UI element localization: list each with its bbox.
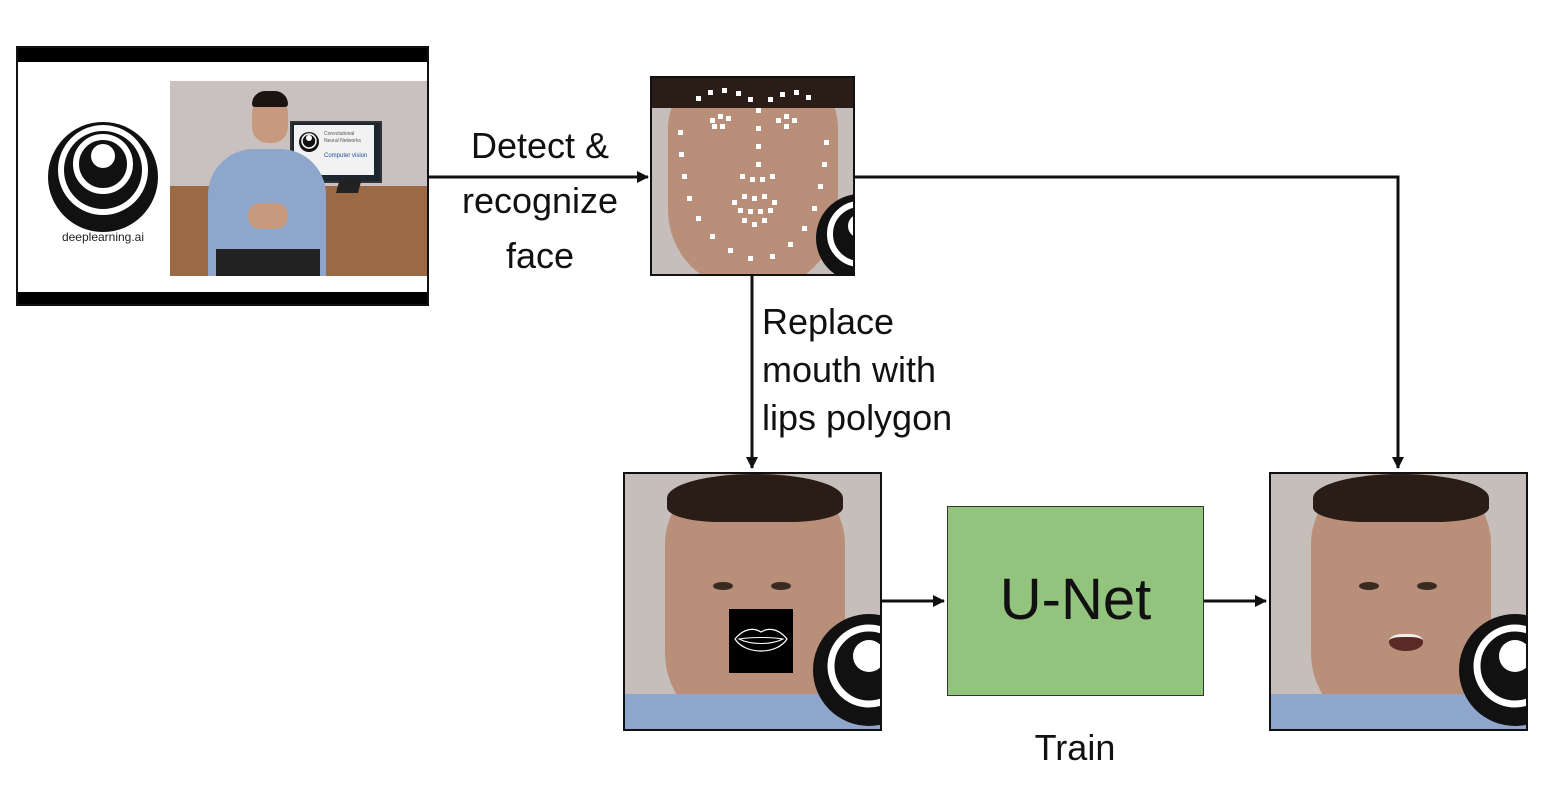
lips-polygon-icon	[734, 628, 788, 652]
hair	[1313, 474, 1489, 522]
detect-label-line-3: face	[505, 235, 575, 276]
right-eye	[771, 582, 791, 590]
background-logo-icon	[813, 614, 880, 726]
arrow-landmarks-to-target	[854, 175, 1404, 469]
unet-block: U-Net	[947, 506, 1204, 696]
presenter-video: Convolutional Neural Networks Computer v…	[170, 81, 427, 276]
replace-label-line-2: mouth with	[762, 349, 937, 390]
hair	[667, 474, 843, 522]
unet-label: U-Net	[999, 567, 1152, 632]
tablet	[335, 178, 363, 193]
mouth	[1389, 634, 1423, 651]
screen-line-3: Computer vision	[324, 153, 368, 159]
replace-label-line-3: lips polygon	[762, 397, 953, 438]
letterbox-bottom	[18, 292, 427, 304]
landmark-face	[650, 76, 855, 276]
video-frame: deeplearning.ai Convolutional Neural Net…	[16, 46, 429, 306]
train-label: Train	[1034, 727, 1116, 768]
replace-label-line-1: Replace	[762, 301, 895, 342]
masked-face	[623, 472, 882, 731]
presenter-hands	[248, 203, 288, 229]
screen-line-2: Neural Networks	[324, 138, 361, 144]
background-logo-icon	[816, 194, 853, 274]
deeplearning-logo-icon	[48, 122, 158, 232]
screen-logo-icon	[299, 132, 319, 152]
logo-text: deeplearning.ai	[61, 230, 145, 244]
lips-mask	[729, 609, 793, 673]
face-skin	[668, 78, 838, 274]
detect-label-line-2: recognize	[461, 180, 619, 221]
facial-landmarks	[678, 88, 829, 261]
presenter-hair	[252, 91, 288, 107]
left-eye	[1359, 582, 1379, 590]
hair	[652, 78, 853, 108]
letterbox-top	[18, 48, 427, 62]
output-face	[1269, 472, 1528, 731]
presenter-trousers	[216, 249, 320, 276]
screen-line-1: Convolutional	[324, 131, 355, 137]
detect-label-line-1: Detect &	[470, 125, 610, 166]
background-logo-icon	[1459, 614, 1526, 726]
right-eye	[1417, 582, 1437, 590]
left-eye	[713, 582, 733, 590]
